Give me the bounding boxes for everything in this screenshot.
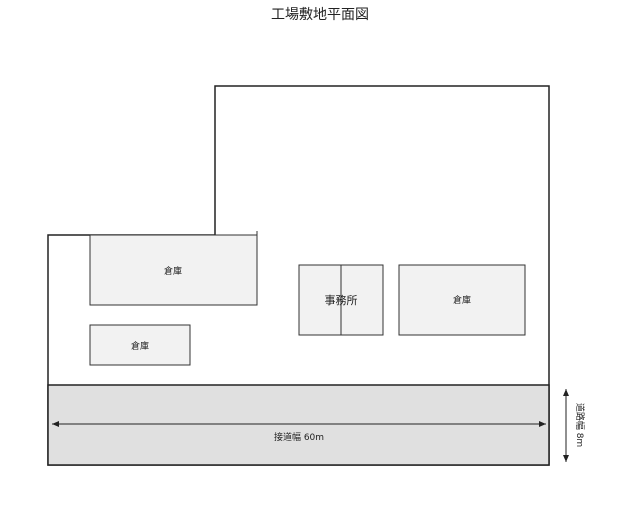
warehouse-label: 倉庫 (131, 340, 149, 352)
warehouse-label: 倉庫 (453, 294, 471, 306)
warehouse-bottom-left: 倉庫 (89, 324, 191, 366)
road (47, 384, 550, 466)
warehouse-right: 倉庫 (398, 264, 526, 336)
office: 事務所 (298, 264, 384, 336)
office-label: 事務所 (325, 293, 358, 307)
warehouse-label: 倉庫 (164, 265, 182, 277)
frontage-label: 接道幅 60m (274, 431, 324, 443)
diagram-title: 工場敷地平面図 (271, 7, 369, 23)
road-width-label: 道路幅 8m (574, 403, 586, 447)
warehouse-top-left: 倉庫 (89, 231, 258, 306)
